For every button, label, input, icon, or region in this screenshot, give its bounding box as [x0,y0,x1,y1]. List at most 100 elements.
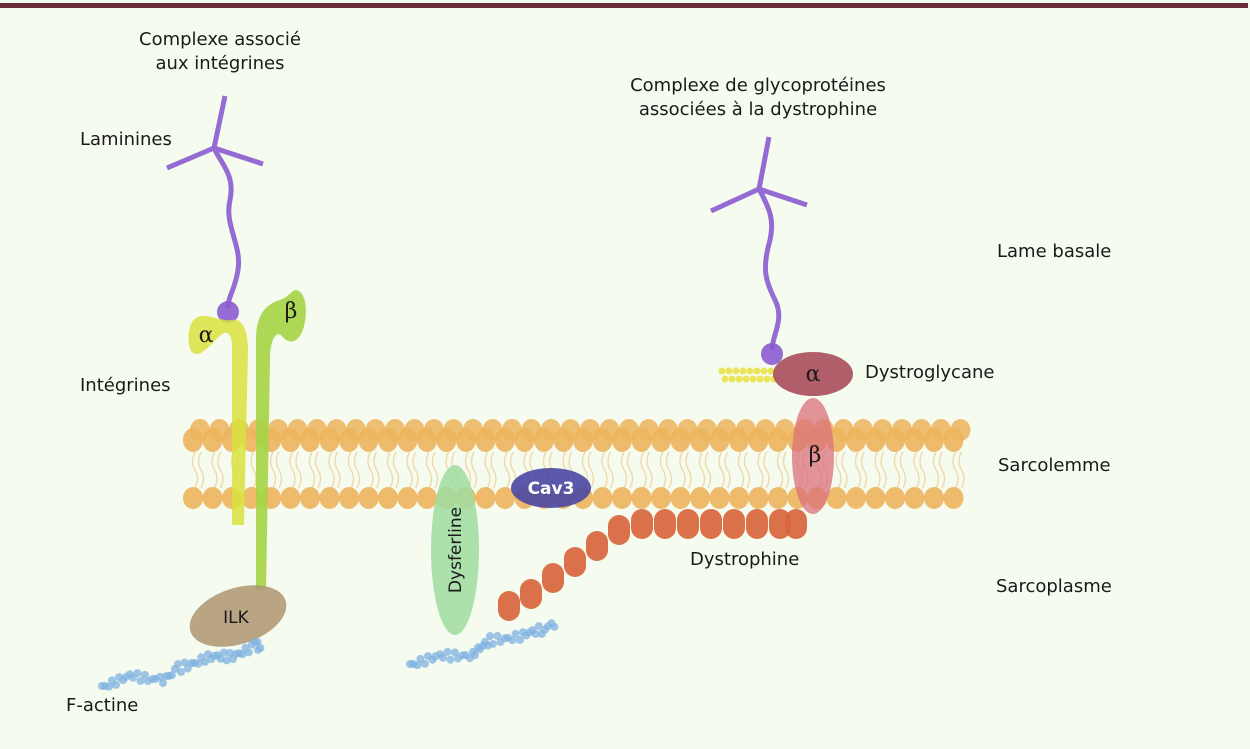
f-actin-filament-left [98,637,265,691]
sugar-unit [718,367,726,375]
lipid-tail [217,451,224,489]
lipid-head-outer [573,428,593,452]
laminin-left-arm-right [213,145,264,167]
actin-monomer [216,654,225,663]
actin-monomer [194,659,203,668]
sugar-unit [753,367,761,375]
actin-monomer [508,636,517,645]
actin-monomer [550,622,559,631]
lipid-head-outer [885,428,905,452]
lipid-head-inner [397,487,418,509]
actin-monomer [244,648,253,657]
lipid-head-outer [709,428,730,452]
lipid-tail [763,451,770,489]
sugar-unit [735,375,743,383]
lipid-tail [698,451,706,489]
actin-monomer [446,655,455,664]
actin-monomer [141,670,149,679]
integrin-alpha-subunit [188,316,248,525]
actin-monomer [133,669,142,678]
lipid-tail [607,451,614,489]
integrin-alpha-label: α [199,323,214,348]
actin-monomer [256,644,265,653]
lipid-head-inner [475,487,496,509]
lipid-tail [659,451,667,489]
lipid-tail [275,451,283,489]
dystrophin-segment [700,509,722,539]
lipid-tail [347,451,355,489]
lipid-head-outer [397,428,418,452]
dystroglycan-beta-subunit [792,398,834,514]
lipid-head-outer [280,428,301,452]
lipid-head-inner [612,487,632,509]
lipid-head-outer [748,428,769,452]
lipid-head-outer [475,428,496,452]
lipid-tail [776,451,784,489]
lipid-head-outer [612,428,632,452]
actin-monomer [421,659,429,668]
dystrophin-label: Dystrophine [690,549,800,570]
lipid-tail [367,451,374,489]
actin-monomer [159,679,167,688]
actin-monomer [238,650,247,659]
lipid-tail [431,451,439,489]
lipid-tail [250,451,257,489]
lipid-tail [835,451,842,489]
lipid-tail [757,451,764,489]
lipid-head-outer [436,428,457,452]
lipid-tail [425,451,433,489]
dystrophin-segment [498,591,520,621]
lipid-tail [191,451,199,489]
lipid-tail [919,451,926,489]
sugar-unit [742,375,750,383]
lipid-head-inner [202,487,223,509]
lipid-head-outer [670,428,691,452]
dgc-title-line1: Complexe de glycoprotéines [630,75,886,96]
laminin-left-stem [211,146,242,309]
basal-lamina-label: Lame basale [997,241,1112,262]
lipid-head-outer [378,428,398,452]
sugar-unit [749,375,757,383]
lipid-tail [197,451,205,489]
actin-monomer [177,667,185,676]
lipid-tail [718,451,725,489]
lipid-tail [626,451,634,489]
lipid-head-outer [651,428,671,452]
lipid-tail [737,451,745,489]
lipid-head-outer [495,428,515,452]
integrin-complex-title: Complexe associé aux intégrines [139,28,301,76]
lipid-head-outer [846,428,866,452]
actin-monomer [180,658,189,667]
laminin-right-stem [756,187,782,351]
actin-monomer [439,653,447,662]
actin-monomer [168,671,176,680]
integrin-beta-label: β [285,299,298,324]
lipid-head-outer [300,428,320,452]
cav3-label: Cav3 [528,479,575,499]
lipid-head-inner [729,487,749,509]
lipid-tail [314,451,322,489]
lipid-tail [620,451,628,489]
sarcoplasm-label: Sarcoplasme [996,576,1112,597]
lipid-tail [211,451,218,489]
lipid-tail [646,451,653,489]
dystrophin-segment [564,547,586,577]
sugar-unit [732,367,740,375]
lipid-head-inner [280,487,301,509]
lipid-tail [841,451,848,489]
dystroglycan-sugar-chains [718,367,778,383]
lipid-head-outer [924,428,944,452]
sarcolemma-lipid-bilayer [183,419,971,509]
integrins-label: Intégrines [80,375,171,396]
lipid-tail [899,451,907,489]
lipid-tail [334,451,341,489]
lipid-head-inner [943,487,964,509]
lipid-head-inner [183,487,203,509]
dystroglycan-label: Dystroglycane [865,362,995,383]
f-actin-label: F-actine [66,695,139,716]
lipid-head-outer [202,428,223,452]
lipid-tail [958,451,965,489]
lipid-head-inner [865,487,886,509]
lipid-tail [880,451,887,489]
